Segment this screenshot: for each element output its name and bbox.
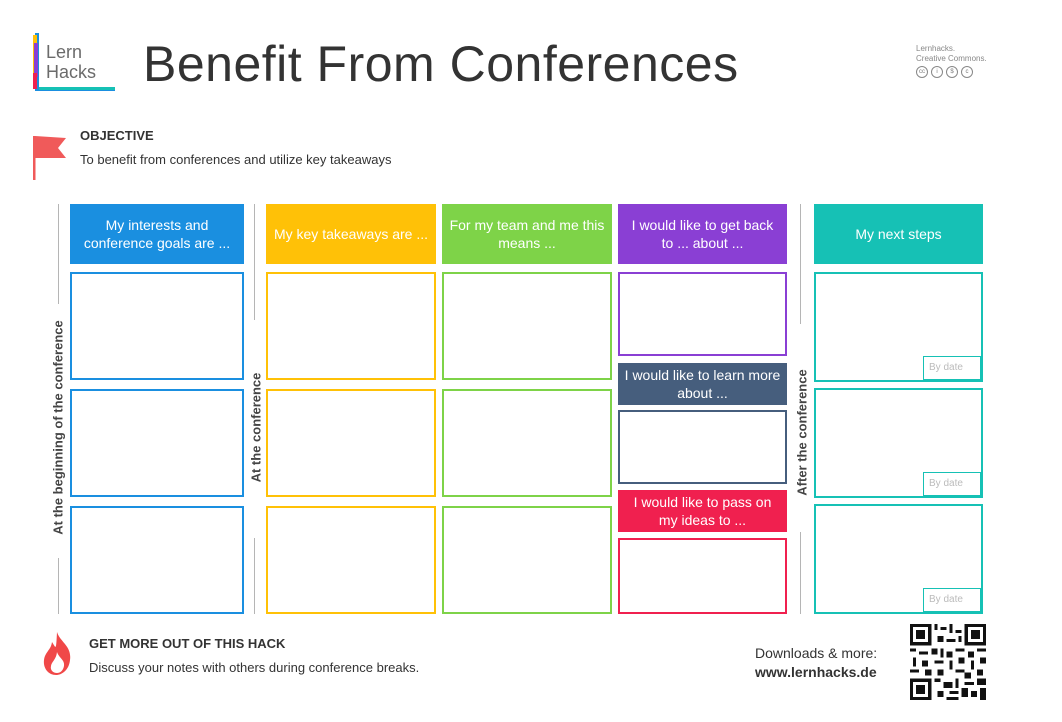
header-takeaways-text: My key takeaways are ... (273, 226, 429, 242)
cc-icon: cc (916, 66, 928, 78)
logo-text: Lern Hacks (46, 42, 96, 82)
header-get-back: I would like to get back to ... about ..… (618, 204, 787, 264)
license-line2: Creative Commons. (916, 54, 987, 63)
header-pass-on: I would like to pass on my ideas to ... (618, 490, 787, 532)
note-box-next-steps-3[interactable]: By date (814, 504, 983, 614)
downloads-label: Downloads & more: (755, 645, 878, 661)
phase-label-during: At the conference (248, 372, 264, 483)
note-box-takeaways-2[interactable] (266, 389, 436, 497)
nc-icon: $ (946, 66, 958, 78)
flame-icon (43, 632, 71, 675)
header-team-text: For my team and me this means ... (449, 217, 605, 251)
qr-code (910, 624, 986, 700)
lernhacks-logo (33, 33, 115, 91)
phase-label-after: After the conference (794, 369, 810, 496)
note-box-next-steps-1[interactable]: By date (814, 272, 983, 382)
objective-text: To benefit from conferences and utilize … (80, 152, 392, 167)
note-box-next-steps-2[interactable]: By date (814, 388, 983, 498)
separator-line (254, 204, 255, 320)
sa-icon: c (961, 66, 973, 78)
header-interests-text: My interests and conference goals are ..… (83, 217, 231, 251)
header-pass-on-text: I would like to pass on my ideas to ... (633, 494, 772, 528)
note-box-takeaways-3[interactable] (266, 506, 436, 614)
more-heading: GET MORE OUT OF THIS HACK (89, 636, 286, 651)
separator-line (800, 204, 801, 324)
note-box-takeaways-1[interactable] (266, 272, 436, 380)
by-icon: i (931, 66, 943, 78)
separator-line (254, 538, 255, 614)
note-box-learn-more[interactable] (618, 410, 787, 484)
note-box-team-2[interactable] (442, 389, 612, 497)
header-interests: My interests and conference goals are ..… (70, 204, 244, 264)
separator-line (58, 558, 59, 614)
header-team: For my team and me this means ... (442, 204, 612, 264)
more-text: Discuss your notes with others during co… (89, 660, 420, 675)
note-box-team-3[interactable] (442, 506, 612, 614)
separator-line (800, 532, 801, 614)
separator-line (58, 204, 59, 304)
flag-icon (33, 136, 66, 180)
note-box-pass-on[interactable] (618, 538, 787, 614)
note-box-team-1[interactable] (442, 272, 612, 380)
by-date-field[interactable]: By date (923, 356, 981, 380)
by-date-field[interactable]: By date (923, 472, 981, 496)
note-box-interests-1[interactable] (70, 272, 244, 380)
by-date-field[interactable]: By date (923, 588, 981, 612)
objective-heading: OBJECTIVE (80, 128, 154, 143)
phase-label-beginning: At the beginning of the conference (50, 320, 66, 535)
page-title: Benefit From Conferences (143, 36, 739, 92)
note-box-interests-2[interactable] (70, 389, 244, 497)
website-link[interactable]: www.lernhacks.de (755, 664, 877, 680)
note-box-get-back[interactable] (618, 272, 787, 356)
cc-badges: cc i $ c (916, 66, 973, 78)
header-next-steps: My next steps (814, 204, 983, 264)
license-note: Lernhacks. Creative Commons. (916, 44, 987, 64)
license-line1: Lernhacks. (916, 44, 956, 53)
logo-text-line2: Hacks (46, 62, 97, 82)
header-get-back-text: I would like to get back to ... about ..… (631, 217, 774, 251)
header-takeaways: My key takeaways are ... (266, 204, 436, 264)
header-next-steps-text: My next steps (855, 226, 942, 242)
header-learn-more-text: I would like to learn more about ... (624, 367, 781, 401)
logo-text-line1: Lern (46, 42, 83, 62)
note-box-interests-3[interactable] (70, 506, 244, 614)
header-learn-more: I would like to learn more about ... (618, 363, 787, 405)
